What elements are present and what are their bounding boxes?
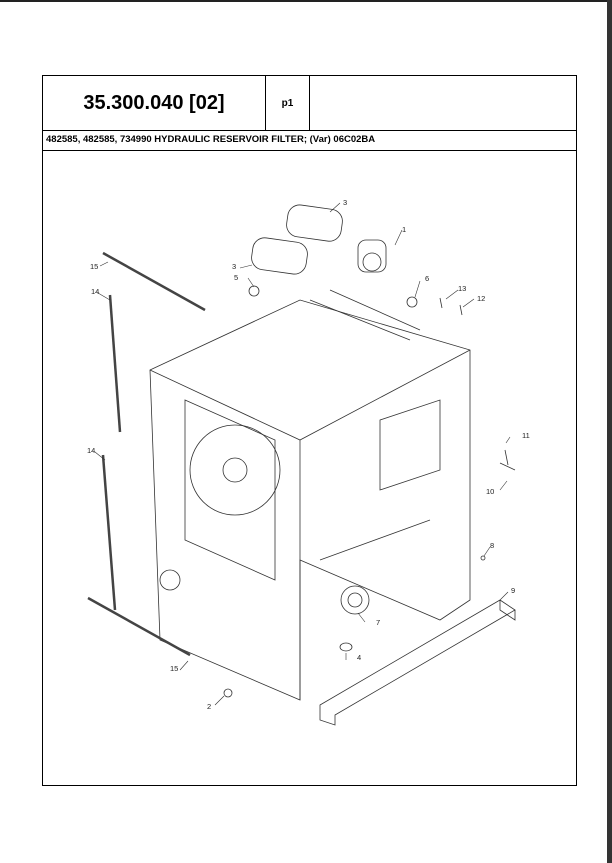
page-edge-top	[0, 0, 612, 2]
callout-leaders	[94, 202, 511, 706]
callout-5: 5	[234, 273, 238, 282]
seal-strips	[87, 251, 206, 657]
callout-11: 11	[522, 431, 530, 440]
small-parts	[223, 285, 516, 698]
callout-9: 9	[511, 586, 515, 595]
exploded-parts-diagram: 1 2 3 3 4 5 6 7 8 9 10 11 12 13 14 14 15…	[87, 198, 530, 726]
callout-15a: 15	[90, 262, 98, 271]
callout-2: 2	[207, 702, 211, 711]
callout-8: 8	[490, 541, 494, 550]
filter-elements	[251, 204, 387, 275]
callout-6: 6	[425, 274, 429, 283]
callout-15b: 15	[170, 664, 178, 673]
callout-3b: 3	[232, 262, 236, 271]
callout-4: 4	[357, 653, 361, 662]
page-edge-right	[607, 0, 612, 863]
callout-14a: 14	[91, 287, 99, 296]
section-code: 35.300.040 [02]	[42, 75, 266, 131]
callout-3a: 3	[343, 198, 347, 207]
callout-14b: 14	[87, 446, 95, 455]
callout-1: 1	[402, 225, 406, 234]
page-label: p1	[265, 75, 310, 131]
callout-13: 13	[458, 284, 466, 293]
chassis-frame-drawing	[149, 289, 471, 701]
callout-7: 7	[376, 618, 380, 627]
part-description: 482585, 482585, 734990 HYDRAULIC RESERVO…	[42, 130, 577, 151]
callout-10: 10	[486, 487, 494, 496]
callout-12: 12	[477, 294, 485, 303]
foam-bar-part	[319, 599, 516, 726]
